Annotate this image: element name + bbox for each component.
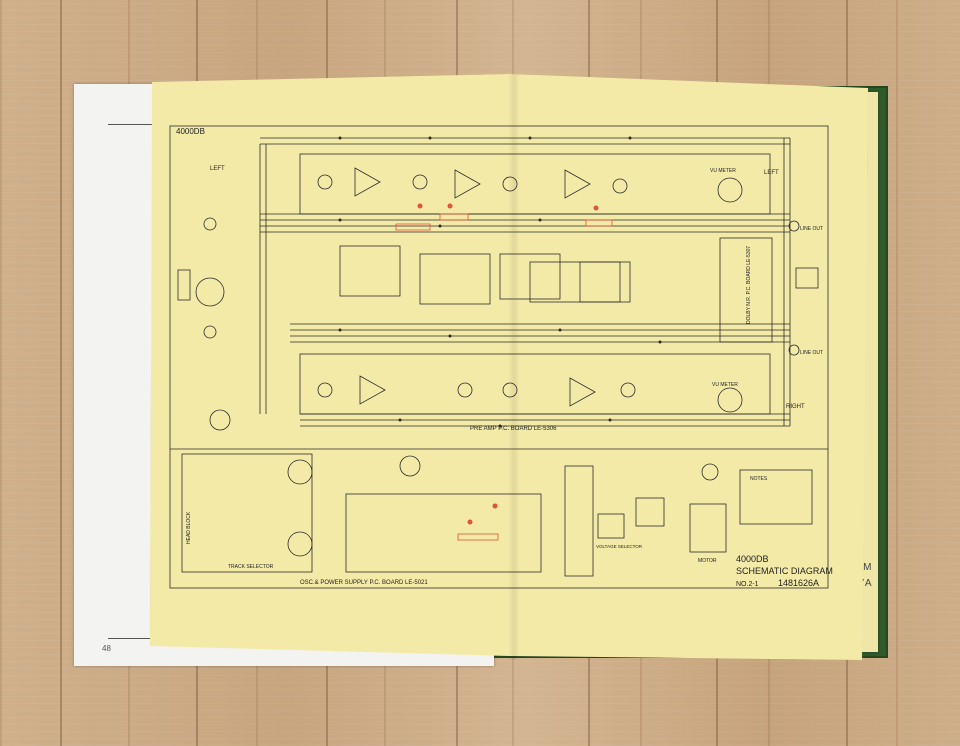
vu-meter-top-icon [717, 177, 743, 203]
ghost-text: 7A [858, 578, 872, 589]
voltage-selector-label: VOLTAGE SELECTOR [596, 544, 643, 549]
notes-box [739, 469, 813, 525]
schematic-frame [169, 125, 829, 589]
voltage-selector [597, 513, 625, 539]
dolby-board [719, 237, 773, 343]
vu-meter-bottom-icon [717, 387, 743, 413]
page-number: 48 [102, 644, 111, 653]
preamp-board-label: PRE AMP P.C. BOARD LE-5306 [470, 426, 557, 432]
power-board-label: OSC.& POWER SUPPLY P.C. BOARD LE-5021 [300, 580, 428, 586]
notes-title: NOTES [750, 476, 768, 482]
head-block-label: HEAD BLOCK [186, 511, 192, 544]
line-out-bottom-label: LINE OUT [800, 350, 823, 356]
right-channel-label: RIGHT [786, 404, 805, 410]
motor-label: MOTOR [698, 558, 717, 564]
floor-seam [60, 0, 62, 746]
schematic-sheet [150, 74, 868, 660]
ghost-text: AM [856, 562, 872, 573]
vu-meter-bottom-label: VU METER [712, 382, 738, 388]
title-name: SCHEMATIC DIAGRAM [736, 566, 833, 576]
title-model: 4000DB [736, 554, 769, 564]
title-number: NO.2-1 [736, 581, 759, 588]
dolby-board-label: DOLBY N.R. P.C. BOARD LE-5307 [746, 246, 752, 324]
part-number: 1481626A [778, 578, 819, 588]
motor-box [689, 503, 727, 553]
left-channel-label-right: LEFT [764, 170, 779, 176]
vu-meter-top-label: VU METER [710, 168, 736, 174]
schematic-diagram: 4000DB LEFT LEFT RIGHT VU METER VU METER… [169, 125, 833, 589]
model-label: 4000DB [176, 127, 205, 136]
head-block [181, 453, 313, 573]
line-out-top-label: LINE OUT [800, 226, 823, 232]
track-selector-label: TRACK SELECTOR [228, 564, 274, 570]
left-channel-label: LEFT [210, 166, 225, 172]
sheet-fold [508, 74, 520, 660]
